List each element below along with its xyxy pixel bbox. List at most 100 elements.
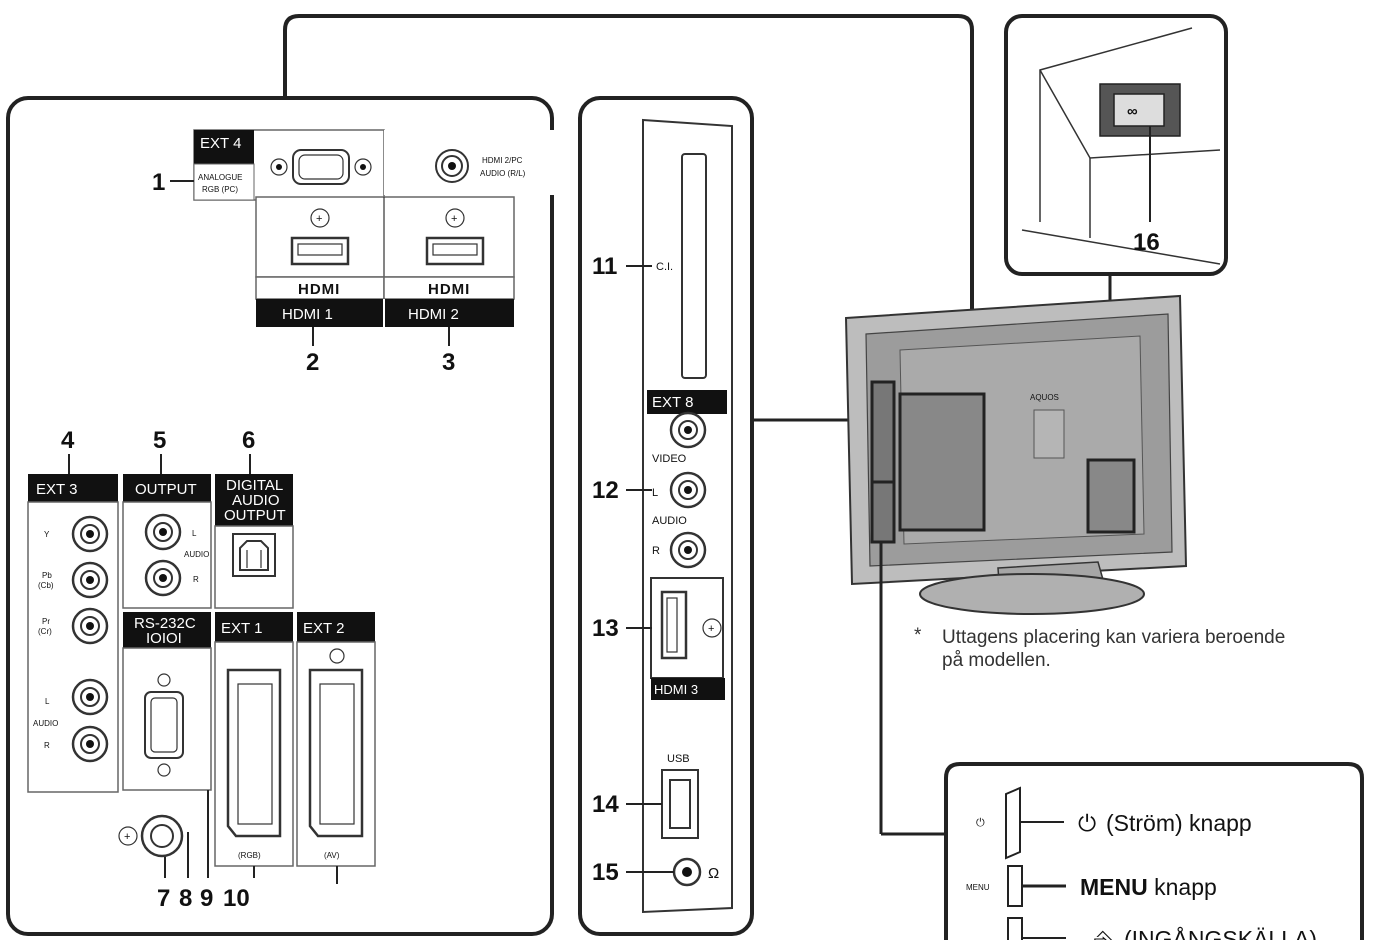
hdmi2-pc-audio-jack [435,149,469,183]
note-marker: * [914,625,922,646]
svg-text:+: + [708,623,714,635]
callout-5: 5 [153,427,166,454]
callout-9: 9 [200,885,213,912]
callout-12: 12 [592,477,619,504]
vga-connector [270,149,372,185]
hdmi3-port: + [650,577,724,679]
power-small-icon: ⏻ [976,817,985,829]
ext4-badge [194,130,254,164]
callout-7: 7 [157,885,170,912]
callout-1: 1 [152,169,165,196]
power-socket-illustration: ∞ [1021,27,1221,265]
ext8-jacks [669,411,707,569]
video-label: VIDEO [652,453,687,465]
callout-4: 4 [61,427,75,454]
ci-label: C.I. [656,261,673,273]
ext3-audio-l-label: L [45,697,50,706]
hdmi1-port: + [290,208,350,266]
side-terminal-strip [642,118,733,914]
svg-text:+: + [124,831,130,843]
ext4-label: EXT 4 [200,135,241,152]
callout-3: 3 [442,349,455,376]
callout-10: 10 [223,885,250,912]
button-panel-frame [944,762,1364,940]
ext3-pb-label: Pb [42,571,52,580]
power-icon: ⏻ [1078,810,1096,836]
side-panel-frame [578,96,754,936]
digital-audio-label-3: OUTPUT [224,507,286,524]
side-buttons-illustration [1005,786,1023,940]
tv-brand-label: AQUOS [1030,393,1059,402]
ext2-label: EXT 2 [303,620,344,637]
hdmi3-label: HDMI 3 [654,682,698,697]
svg-text:+: + [451,213,457,225]
left-panel-frame [6,96,554,936]
ext2-av-label: (AV) [324,851,340,860]
ext1-label: EXT 1 [221,620,262,637]
output-label: OUTPUT [135,481,197,498]
ext3-cb-label: (Cb) [38,581,54,590]
headphone-jack [672,857,702,887]
hdmi-pc-audio-label-1: HDMI 2/PC [482,156,523,165]
ext3-cr-label: (Cr) [38,627,52,636]
top-connector-plate-right [384,130,554,195]
ext2-scart-port [308,648,364,838]
digital-audio-label-1: DIGITAL [226,477,283,494]
power-socket-frame [1004,14,1228,276]
audio-label: AUDIO [652,515,687,527]
callout-15: 15 [592,859,619,886]
hdmi-logo-2: HDMI [428,281,470,298]
callout-8: 8 [179,885,192,912]
output-audio-label: AUDIO [184,550,209,559]
note-line-1: Uttagens placering kan variera beroende [942,627,1285,648]
hdmi1-label: HDMI 1 [282,306,333,323]
menu-button-label: MENU knapp [1080,874,1217,900]
callout-6: 6 [242,427,255,454]
ext3-y-label: Y [44,530,50,539]
analogue-label-2: RGB (PC) [202,185,238,194]
headphone-icon: Ω [708,865,719,882]
callout-13: 13 [592,615,619,642]
hdmi2-port: + [425,208,485,266]
output-audio-jacks [144,513,182,597]
ext1-scart-port [226,668,282,838]
audio-l-label: L [652,487,658,499]
svg-text:∞: ∞ [1127,103,1138,120]
analogue-label-1: ANALOGUE [198,173,242,182]
callout-16: 16 [1133,229,1160,256]
top-connector-frame [283,14,974,398]
ext3-component-jacks [71,515,109,763]
note-line-2: på modellen. [942,650,1051,671]
ext3-audio-r-label: R [44,741,50,750]
usb-label: USB [667,753,690,765]
optical-output-port [232,533,276,577]
hdmi-pc-audio-label-2: AUDIO (R/L) [480,169,526,178]
usb-port [661,769,699,839]
input-button-label: (INGÅNGSKÄLLA) [1124,925,1317,940]
audio-r-label: R [652,545,660,557]
output-r-label: R [193,575,199,584]
digital-audio-label-2: AUDIO [232,492,280,509]
ext3-label: EXT 3 [36,481,77,498]
output-l-label: L [192,529,197,538]
rs232-port [144,673,184,777]
svg-text:+: + [316,213,322,225]
tv-rear-illustration: AQUOS [844,294,1188,615]
rs232-symbol: IOIOI [146,630,182,647]
ext8-label: EXT 8 [652,394,693,411]
ext3-audio-label: AUDIO [33,719,58,728]
input-source-icon: ⎆ [1094,926,1113,940]
antenna-input: + [118,814,184,858]
ext3-pr-label: Pr [42,617,50,626]
ext1-rgb-label: (RGB) [238,851,261,860]
callout-14: 14 [592,791,619,818]
hdmi2-label: HDMI 2 [408,306,459,323]
callout-2: 2 [306,349,319,376]
callout-11: 11 [592,253,617,280]
hdmi-logo-1: HDMI [298,281,340,298]
ci-slot [681,153,707,379]
power-button-label: (Ström) knapp [1106,810,1252,836]
rs232-label: RS-232C [134,615,196,632]
menu-small-label: MENU [966,883,990,892]
